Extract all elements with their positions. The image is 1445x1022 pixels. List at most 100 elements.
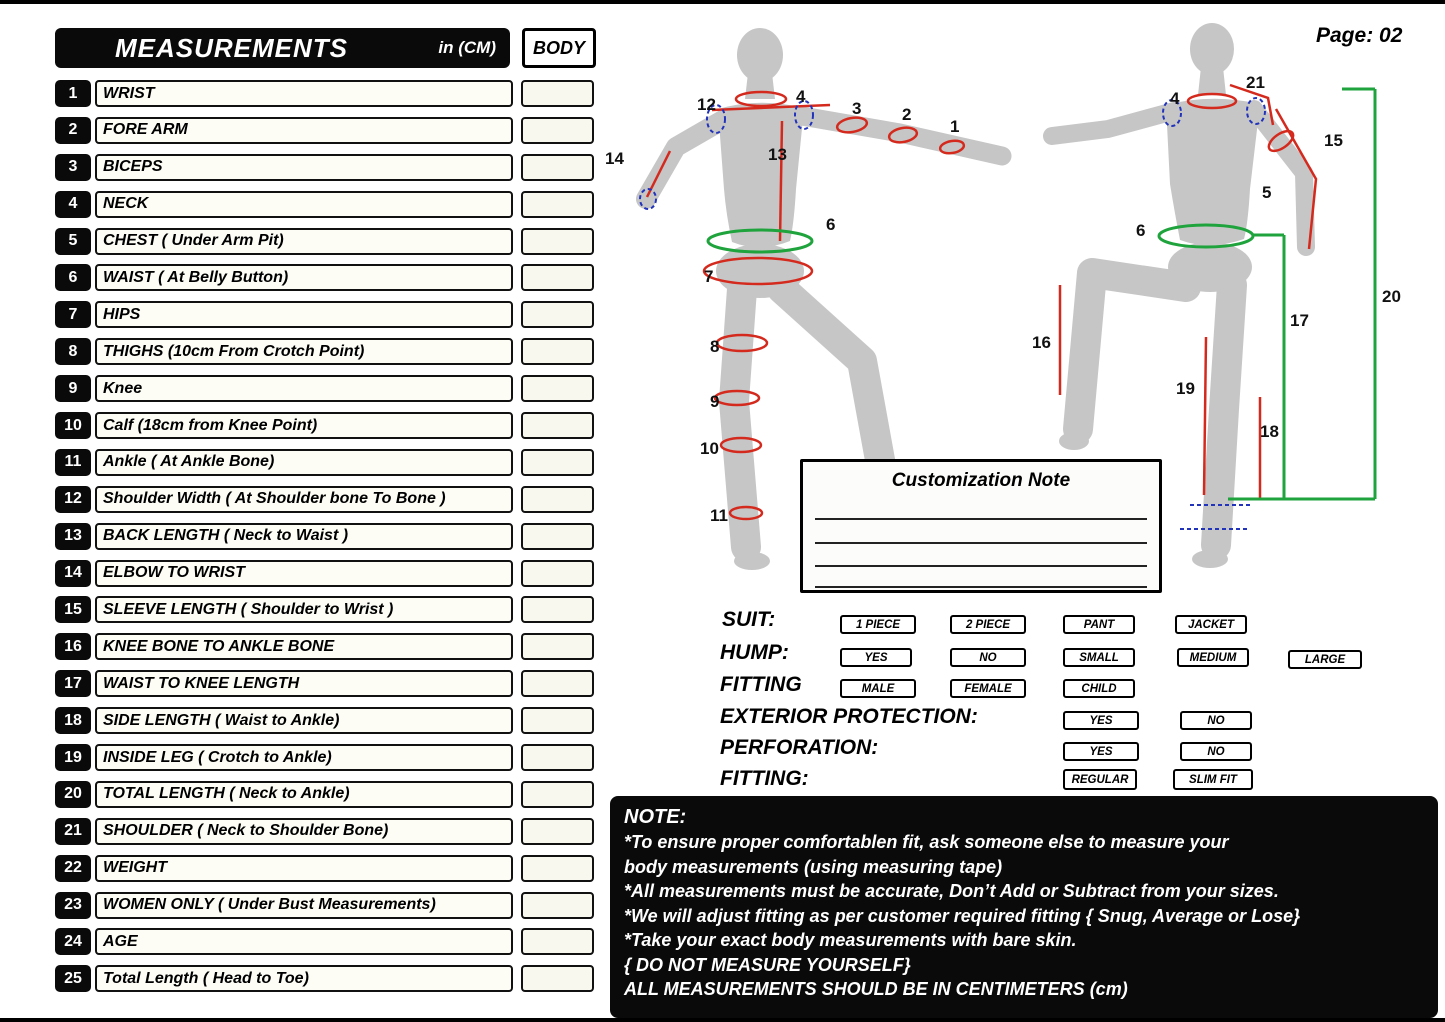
option-perforation-yes[interactable]: YES: [1063, 742, 1139, 761]
measurement-value-input[interactable]: [521, 190, 594, 218]
option-hump-medium[interactable]: MEDIUM: [1177, 648, 1249, 667]
figure-annotation: 14: [605, 149, 624, 168]
note-line: { DO NOT MEASURE YOURSELF}: [624, 954, 911, 975]
figure-annotation: 16: [1032, 333, 1051, 352]
measurement-value-input[interactable]: [521, 448, 594, 476]
measurement-value-input[interactable]: [521, 928, 594, 956]
note-line: *Take your exact body measurements with …: [624, 930, 1077, 950]
option-hump-no[interactable]: NO: [950, 648, 1026, 667]
figure-annotation: 13: [768, 145, 787, 164]
measurement-value-input[interactable]: [521, 559, 594, 587]
measurement-value-input[interactable]: [521, 817, 594, 845]
fitting-cut-label: FITTING:: [720, 767, 809, 790]
measurement-value-input[interactable]: [521, 707, 594, 735]
measurement-value-input[interactable]: [521, 633, 594, 661]
option-jacket[interactable]: JACKET: [1175, 615, 1247, 634]
option-pant[interactable]: PANT: [1063, 615, 1135, 634]
measurement-value-input[interactable]: [521, 670, 594, 698]
figure-annotation: 18: [1260, 422, 1279, 441]
measurement-number: 25: [55, 965, 91, 993]
measurement-number: 13: [55, 522, 91, 550]
option-regular[interactable]: REGULAR: [1063, 769, 1137, 790]
figure-annotation: 12: [697, 95, 716, 114]
figure-annotation: 6: [826, 215, 836, 234]
measurement-value-input[interactable]: [521, 116, 594, 144]
measurement-value-input[interactable]: [521, 153, 594, 181]
measurement-number: 5: [55, 227, 91, 255]
hump-label: HUMP:: [720, 641, 789, 664]
measurement-value-input[interactable]: [521, 596, 594, 624]
option-male[interactable]: MALE: [840, 679, 916, 698]
front-view-figure: [1043, 23, 1315, 568]
measurement-value-input[interactable]: [521, 80, 594, 107]
measurement-label: Knee: [95, 375, 513, 403]
note-line: *To ensure proper comfortablen fit, ask …: [624, 832, 1229, 852]
option-1-piece[interactable]: 1 PIECE: [840, 615, 916, 634]
measurement-label: BICEPS: [95, 153, 513, 181]
front-measure-marks: [1058, 83, 1318, 499]
option-exterior-yes[interactable]: YES: [1063, 711, 1139, 730]
measurement-value-input[interactable]: [521, 412, 594, 440]
measurement-value-input[interactable]: [521, 301, 594, 329]
option-exterior-no[interactable]: NO: [1180, 711, 1252, 730]
measurement-value-input[interactable]: [521, 780, 594, 808]
measurement-value-input[interactable]: [521, 375, 594, 403]
option-hump-yes[interactable]: YES: [840, 648, 912, 667]
measurement-label: THIGHS (10cm From Crotch Point): [95, 338, 513, 366]
measurements-title-box: MEASUREMENTS in (CM): [55, 28, 510, 68]
perforation-label: PERFORATION:: [720, 736, 879, 759]
back-view-figure: [636, 28, 1012, 570]
measurement-number: 6: [55, 264, 91, 292]
note-box: NOTE: *To ensure proper comfortablen fit…: [610, 796, 1438, 1018]
option-hump-large[interactable]: LARGE: [1288, 650, 1362, 669]
option-child[interactable]: CHILD: [1063, 679, 1135, 698]
measurement-value-input[interactable]: [521, 891, 594, 919]
figure-annotation: 17: [1290, 311, 1309, 330]
figure-annotation: 8: [710, 337, 720, 356]
note-writing-line[interactable]: [815, 542, 1147, 544]
measurements-title: MEASUREMENTS: [115, 32, 349, 63]
measurement-number: 2: [55, 116, 91, 144]
measurement-label: WAIST TO KNEE LENGTH: [95, 670, 513, 698]
measurement-label: WEIGHT: [95, 854, 513, 882]
measurement-value-input[interactable]: [521, 485, 594, 513]
option-hump-small[interactable]: SMALL: [1063, 648, 1135, 667]
option-perforation-no[interactable]: NO: [1180, 742, 1252, 761]
note-writing-line[interactable]: [815, 565, 1147, 567]
measurement-number: 3: [55, 153, 91, 181]
option-2-piece[interactable]: 2 PIECE: [950, 615, 1026, 634]
measurement-number: 18: [55, 707, 91, 735]
figure-annotation: 21: [1246, 73, 1265, 92]
measurement-value-input[interactable]: [521, 522, 594, 550]
suit-label: SUIT:: [722, 608, 776, 631]
body-figures-illustration: 12 4 3 2 1 13 14 6 7 8 9 10 11 4 21 15 5…: [600, 9, 1445, 619]
measurement-label: CHEST ( Under Arm Pit): [95, 227, 513, 255]
option-slim-fit[interactable]: SLIM FIT: [1173, 769, 1253, 790]
measurement-value-input[interactable]: [521, 264, 594, 292]
customization-note-title: Customization Note: [891, 470, 1071, 491]
measurement-value-input[interactable]: [521, 338, 594, 366]
unit-label: in (CM): [438, 38, 496, 57]
measurement-value-input[interactable]: [521, 227, 594, 255]
measurement-value-input[interactable]: [521, 854, 594, 882]
measurement-value-input[interactable]: [521, 965, 594, 993]
note-writing-line[interactable]: [815, 586, 1147, 588]
measurement-label: WAIST ( At Belly Button): [95, 264, 513, 292]
measurement-value-input[interactable]: [521, 744, 594, 772]
option-female[interactable]: FEMALE: [950, 679, 1026, 698]
note-writing-line[interactable]: [815, 518, 1147, 520]
measurement-number: 12: [55, 485, 91, 513]
